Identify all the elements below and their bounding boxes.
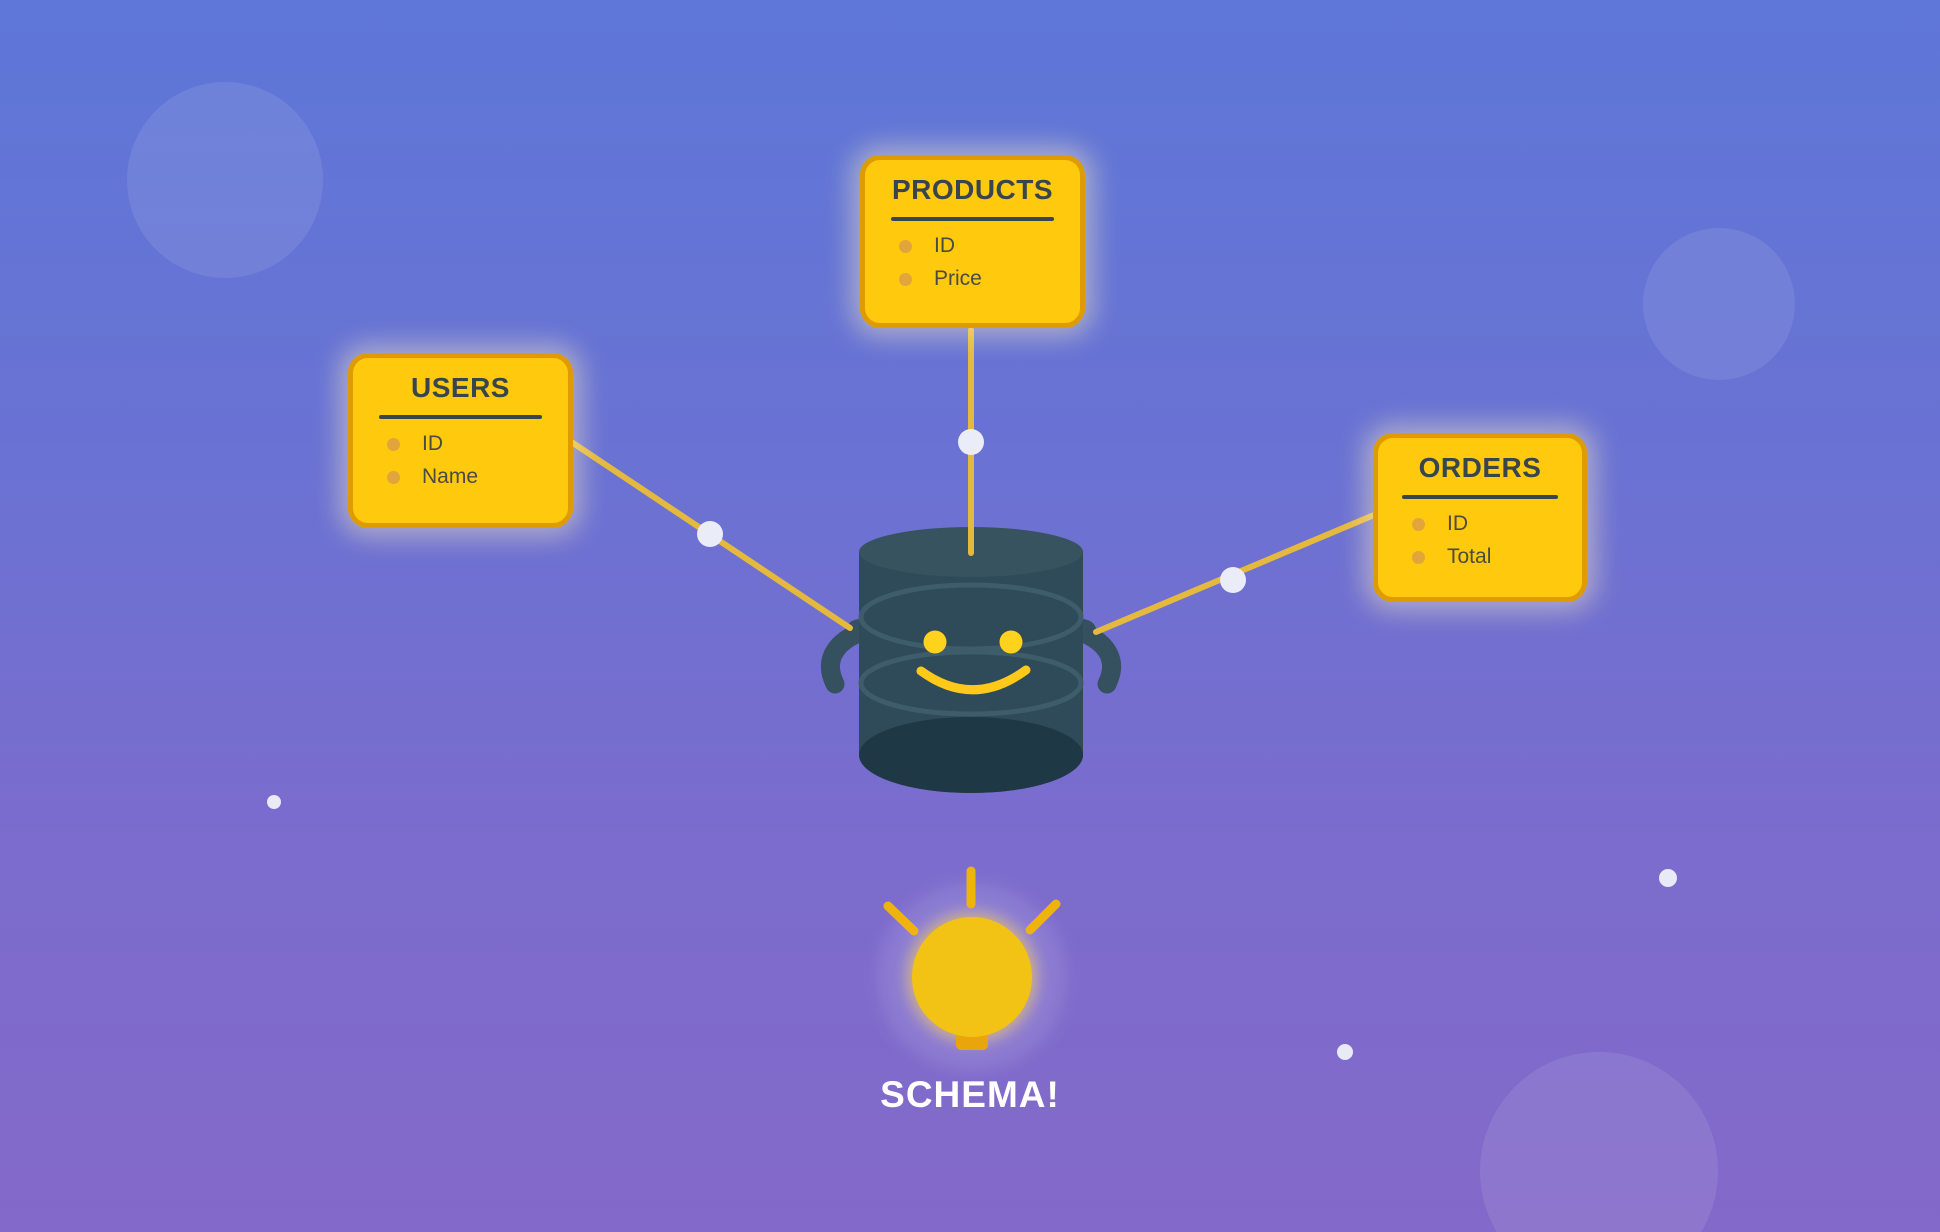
field-label: Total <box>1447 545 1492 568</box>
field-label: ID <box>934 234 955 257</box>
entity-field: ID <box>387 432 568 456</box>
database-ring <box>858 582 1084 652</box>
entity-field: Price <box>899 267 1080 291</box>
entity-title: USERS <box>411 372 510 403</box>
field-bullet-icon <box>899 239 912 253</box>
database-ring <box>858 649 1084 717</box>
robot-eye-left <box>923 630 947 654</box>
bulb-globe <box>912 917 1032 1037</box>
robot-eye-right <box>999 630 1023 654</box>
field-label: Price <box>934 267 982 290</box>
title-divider <box>890 217 1055 221</box>
entity-card-orders[interactable]: ORDERS ID Total <box>1373 433 1587 602</box>
background-bubble <box>1643 228 1795 380</box>
entity-field: Total <box>1412 545 1582 569</box>
lightbulb-icon <box>877 866 1067 1072</box>
entity-card-users[interactable]: USERS ID Name <box>348 353 573 528</box>
entity-field: ID <box>1412 512 1582 536</box>
bulb-ray <box>1025 899 1061 935</box>
title-divider <box>378 415 543 419</box>
entity-title: ORDERS <box>1418 452 1542 483</box>
field-bullet-icon <box>387 470 400 484</box>
robot-smile <box>916 665 1031 695</box>
entity-field: ID <box>899 234 1080 258</box>
connector-node <box>1220 567 1246 593</box>
field-label: Name <box>422 465 479 488</box>
sparkle-dot <box>1659 869 1677 887</box>
connector-node <box>958 429 984 455</box>
sparkle-dot <box>1337 1044 1353 1060</box>
bulb-ray <box>883 901 919 936</box>
field-bullet-icon <box>1412 517 1425 531</box>
field-label: ID <box>1447 512 1468 535</box>
background-bubble <box>1480 1052 1718 1232</box>
entity-card-products[interactable]: PRODUCTS ID Price <box>860 155 1085 328</box>
entity-field: Name <box>387 465 568 489</box>
sparkle-dot <box>267 795 281 809</box>
connector-node <box>697 521 723 547</box>
scene-caption: SCHEMA! <box>880 1074 1060 1115</box>
entity-title: PRODUCTS <box>891 174 1054 205</box>
field-bullet-icon <box>899 272 912 286</box>
field-label: ID <box>422 432 443 455</box>
field-bullet-icon <box>1412 550 1425 564</box>
field-bullet-icon <box>387 437 400 451</box>
background-bubble <box>127 82 323 278</box>
title-divider <box>1402 495 1558 499</box>
database-cylinder-bottom <box>859 717 1083 793</box>
